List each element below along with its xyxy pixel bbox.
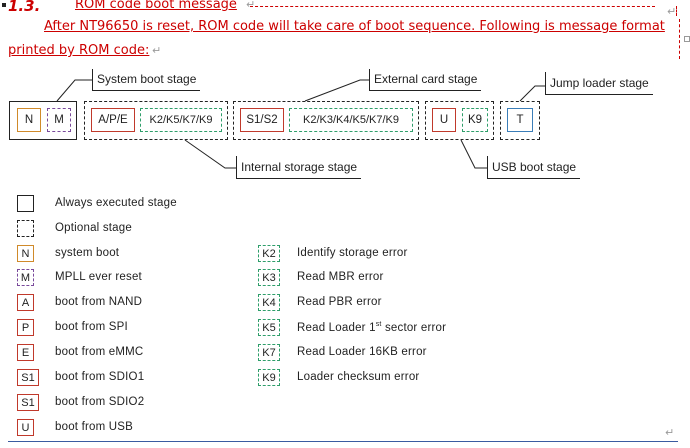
stage-m: M bbox=[47, 108, 71, 132]
legend-swatch-optional bbox=[17, 220, 34, 237]
legend-code-n: N bbox=[17, 245, 34, 262]
group-jump-loader bbox=[500, 101, 540, 140]
legend-text: Identify storage error bbox=[297, 247, 408, 259]
legend-code-e: E bbox=[17, 344, 34, 361]
group-system-boot bbox=[9, 101, 77, 140]
pilcrow-mark-icon: ↵ bbox=[152, 44, 162, 57]
legend-code-m: M bbox=[17, 269, 34, 286]
legend-text: Read Loader 1st sector error bbox=[297, 321, 446, 334]
legend-text: Loader checksum error bbox=[297, 371, 420, 383]
stage-t: T bbox=[507, 108, 533, 132]
callout-system-boot-stage: System boot stage bbox=[92, 69, 201, 91]
stage-external-codes: K2/K3/K4/K5/K7/K9 bbox=[289, 108, 413, 132]
revision-bar-right bbox=[679, 19, 680, 59]
legend-text: boot from eMMC bbox=[55, 346, 144, 358]
section-number: 1.3. bbox=[8, 0, 41, 15]
stage-u: U bbox=[432, 108, 456, 132]
legend-code-k2: K2 bbox=[258, 245, 280, 262]
callout-internal-storage-stage: Internal storage stage bbox=[236, 156, 362, 179]
legend-text: boot from SDIO2 bbox=[55, 396, 145, 408]
legend-text: Read MBR error bbox=[297, 271, 384, 283]
legend-code-a: A bbox=[17, 294, 34, 311]
legend-text: boot from NAND bbox=[55, 296, 143, 308]
callout-text: Jump loader stage bbox=[550, 76, 649, 90]
section-title: ROM code boot message bbox=[75, 0, 237, 12]
legend-code-k3: K3 bbox=[258, 269, 280, 286]
pilcrow-mark-icon: ↵ bbox=[246, 0, 256, 11]
legend-code-p: P bbox=[17, 319, 34, 336]
legend-optional: Optional stage bbox=[55, 222, 132, 234]
callout-usb-boot-stage: USB boot stage bbox=[487, 156, 581, 179]
legend-text: boot from SDIO1 bbox=[55, 371, 145, 383]
legend-code-u: U bbox=[17, 419, 34, 436]
legend-code-k5: K5 bbox=[258, 319, 280, 336]
pilcrow-mark-icon: ↵ bbox=[665, 426, 675, 439]
legend-text-part: sector error bbox=[381, 322, 447, 334]
legend-text: Read Loader 16KB error bbox=[297, 346, 427, 358]
callout-text: Internal storage stage bbox=[241, 160, 358, 174]
legend-text: boot from USB bbox=[55, 421, 134, 433]
revision-line-top bbox=[250, 6, 655, 7]
stage-internal-codes: K2/K5/K7/K9 bbox=[140, 108, 222, 132]
legend-text: system boot bbox=[55, 247, 120, 259]
bottom-divider bbox=[8, 441, 678, 442]
stage-usb-code: K9 bbox=[462, 108, 488, 132]
callout-text: External card stage bbox=[374, 72, 478, 86]
callout-text: System boot stage bbox=[97, 72, 197, 86]
legend-code-k9: K9 bbox=[258, 369, 280, 386]
legend-text-sup: st bbox=[375, 321, 382, 328]
paragraph-line-2: printed by ROM code: bbox=[8, 43, 150, 58]
group-internal-storage bbox=[84, 101, 228, 140]
legend-swatch-always bbox=[17, 195, 34, 212]
legend-code-s2: S1 bbox=[17, 394, 39, 411]
paragraph-line-1: After NT96650 is reset, ROM code will ta… bbox=[44, 19, 665, 34]
callout-external-card-stage: External card stage bbox=[369, 69, 482, 91]
legend-text: MPLL ever reset bbox=[55, 271, 142, 283]
legend-code-k4: K4 bbox=[258, 294, 280, 311]
stage-n: N bbox=[17, 108, 41, 132]
legend-text: Read PBR error bbox=[297, 296, 382, 308]
group-usb-boot bbox=[425, 101, 494, 140]
stage-ape: A/P/E bbox=[91, 108, 135, 132]
callout-text: USB boot stage bbox=[492, 160, 577, 174]
callout-jump-loader-stage: Jump loader stage bbox=[545, 72, 653, 95]
legend-text: boot from SPI bbox=[55, 321, 128, 333]
legend-code-s1: S1 bbox=[17, 369, 39, 386]
pilcrow-mark-icon: ↵ bbox=[667, 5, 677, 18]
group-external-card bbox=[233, 101, 419, 140]
legend-always-executed: Always executed stage bbox=[55, 197, 177, 209]
legend-text-part: Read Loader 1 bbox=[297, 322, 376, 334]
stage-s1s2: S1/S2 bbox=[240, 108, 284, 132]
heading-marker bbox=[2, 3, 6, 7]
revision-line-right bbox=[676, 6, 677, 16]
legend-code-k7: K7 bbox=[258, 344, 280, 361]
